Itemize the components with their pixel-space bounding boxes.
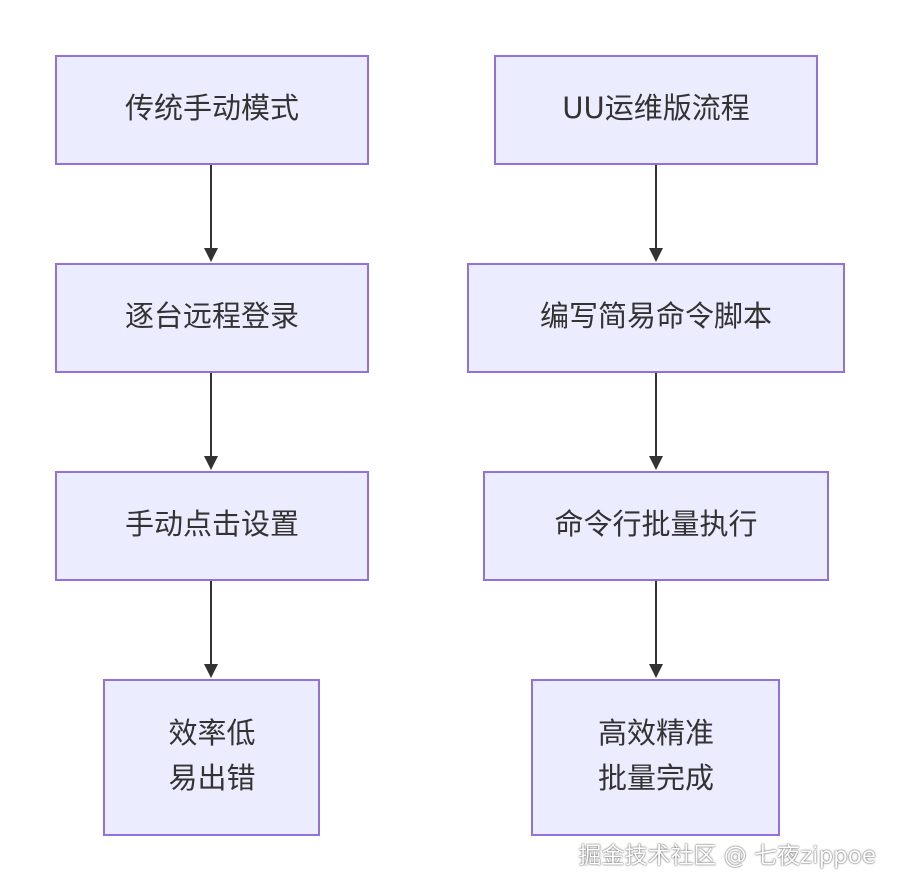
edge-left-3 [204, 580, 218, 678]
node-label-line-2: 易出错 [168, 761, 255, 795]
node-label: 编写简易命令脚本 [540, 299, 772, 333]
edge-left-1 [204, 164, 218, 262]
edge-left-2 [204, 372, 218, 470]
node-manual-click-settings: 手动点击设置 [55, 471, 369, 581]
node-efficient-accurate-batch-done: 高效精准 批量完成 [531, 679, 780, 836]
node-low-efficiency-error-prone: 效率低 易出错 [103, 679, 320, 836]
edge-right-3 [649, 580, 663, 678]
edge-right-1 [649, 164, 663, 262]
node-label: 逐台远程登录 [125, 299, 299, 333]
node-label: UU运维版流程 [562, 91, 749, 125]
node-write-simple-script: 编写简易命令脚本 [467, 263, 845, 373]
node-traditional-manual-mode: 传统手动模式 [55, 55, 369, 165]
node-label: 命令行批量执行 [554, 507, 757, 541]
node-label: 手动点击设置 [125, 507, 299, 541]
node-label-line-1: 效率低 [168, 716, 255, 750]
node-uu-ops-process: UU运维版流程 [494, 55, 818, 165]
edge-right-2 [649, 372, 663, 470]
node-label: 传统手动模式 [125, 91, 299, 125]
watermark: 掘金技术社区 @ 七夜zippoe [578, 843, 876, 869]
node-remote-login-one-by-one: 逐台远程登录 [55, 263, 369, 373]
node-label-line-2: 批量完成 [598, 761, 714, 795]
node-batch-cli-execution: 命令行批量执行 [483, 471, 829, 581]
node-label-line-1: 高效精准 [598, 716, 714, 750]
